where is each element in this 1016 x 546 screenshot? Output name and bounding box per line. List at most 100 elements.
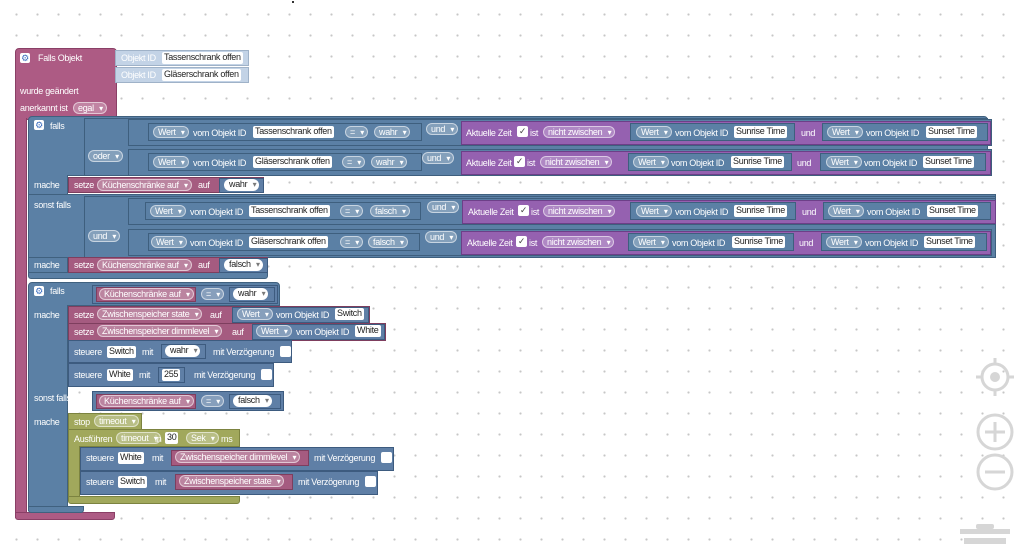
object-id-prefix: Objekt ID [121,70,156,80]
boolean-dropdown[interactable]: wahr [165,345,201,357]
delay-checkbox[interactable] [381,452,392,463]
checkbox[interactable]: ✓ [514,156,525,167]
boolean-dropdown[interactable]: wahr [233,288,269,300]
object-id-field[interactable]: Switch [107,346,136,358]
between-dropdown[interactable]: nicht zwischen [543,126,616,138]
value-dropdown[interactable]: Wert [636,126,672,138]
value-dropdown[interactable]: Wert [633,156,669,168]
object-id-field[interactable]: White [355,325,381,337]
stop-label: stop [74,417,90,427]
variable-dropdown[interactable]: Zwischenspeicher state [179,475,285,487]
object-id-field[interactable]: Tassenschrank offen [253,126,334,138]
event-block-frame[interactable] [15,48,117,120]
operator-dropdown[interactable]: = [342,156,365,168]
between-dropdown[interactable]: nicht zwischen [540,156,613,168]
between-dropdown[interactable]: nicht zwischen [543,205,616,217]
timeout-dropdown[interactable]: timeout [94,415,140,427]
boolean-dropdown[interactable]: wahr [374,126,411,138]
zoom-in-icon[interactable] [975,412,1015,452]
variable-dropdown[interactable]: Zwischenspeicher state [97,308,203,320]
value-dropdown[interactable]: Wert [828,205,864,217]
value-dropdown[interactable]: Wert [151,236,187,248]
between-dropdown[interactable]: nicht zwischen [542,236,615,248]
boolean-dropdown[interactable]: falsch [233,395,272,407]
timeout-dropdown[interactable]: timeout [116,432,162,444]
event-label: Falls Objekt [38,53,82,63]
value-dropdown[interactable]: Wert [153,126,189,138]
operator-dropdown[interactable]: = [201,395,224,407]
timeout-block-bottom [68,496,240,504]
boolean-dropdown[interactable]: falsch [370,205,410,217]
object-id-field[interactable]: Sunrise Time [734,205,787,217]
operator-dropdown[interactable]: = [340,205,363,217]
number-field[interactable]: 255 [162,369,181,381]
and-dropdown[interactable]: und [88,230,121,242]
ist-label: ist [530,128,539,138]
gear-icon[interactable]: ⚙ [34,120,44,130]
object-id-field[interactable]: Gläserschrank offen [162,69,241,81]
value-dropdown[interactable]: Wert [150,205,186,217]
delay-number-field[interactable]: 30 [165,432,179,444]
variable-dropdown[interactable]: Zwischenspeicher dimmlevel [97,325,223,337]
value-dropdown[interactable]: Wert [256,325,292,337]
event-block-spine [15,118,27,518]
and-dropdown[interactable]: und [422,152,455,164]
delay-checkbox[interactable] [280,346,291,357]
crosshair-icon[interactable] [974,356,1016,398]
boolean-dropdown[interactable]: falsch [224,259,263,271]
operator-dropdown[interactable]: = [201,288,224,300]
and-dropdown[interactable]: und [425,231,458,243]
gear-icon[interactable]: ⚙ [34,286,44,296]
checkbox[interactable]: ✓ [518,205,529,216]
unit-dropdown[interactable]: Sek [186,432,219,444]
object-id-field[interactable]: Sunset Time [927,205,978,217]
checkbox[interactable]: ✓ [517,126,528,137]
setze-label: setze [74,180,95,190]
and-dropdown[interactable]: und [426,123,459,135]
value-dropdown[interactable]: Wert [636,205,672,217]
delay-checkbox[interactable] [261,369,272,380]
and-dropdown[interactable]: und [427,201,460,213]
or-dropdown[interactable]: oder [88,150,123,162]
zoom-out-icon[interactable] [975,452,1015,492]
variable-dropdown[interactable]: Zwischenspeicher dimmlevel [175,451,301,463]
delay-checkbox[interactable] [365,476,376,487]
boolean-dropdown[interactable]: wahr [371,156,408,168]
object-id-field[interactable]: Tassenschrank offen [162,52,243,64]
trash-icon[interactable] [958,522,1012,546]
variable-dropdown[interactable]: Küchenschränke auf [99,395,194,407]
ack-dropdown[interactable]: egal [73,102,107,114]
operator-dropdown[interactable]: = [345,126,368,138]
object-id-field[interactable]: Gläserschrank offen [253,156,332,168]
boolean-dropdown[interactable]: falsch [368,236,408,248]
value-dropdown[interactable]: Wert [153,156,189,168]
value-dropdown[interactable]: Wert [826,156,862,168]
value-dropdown[interactable]: Wert [827,126,863,138]
object-id-field[interactable]: Gläserschrank offen [249,236,328,248]
object-id-field[interactable]: Tassenschrank offen [249,205,330,217]
checkbox[interactable]: ✓ [516,236,527,247]
object-id-field[interactable]: White [118,452,144,464]
operator-dropdown[interactable]: = [340,236,363,248]
object-id-field[interactable]: White [107,369,133,381]
object-id-field[interactable]: Switch [118,476,147,488]
variable-dropdown[interactable]: Küchenschränke auf [99,288,194,300]
gear-icon[interactable]: ⚙ [20,53,30,63]
object-id-label: vom Objekt ID [671,158,725,168]
ist-label: ist [529,238,538,248]
value-dropdown[interactable]: Wert [633,236,669,248]
variable-dropdown[interactable]: Küchenschränke auf [97,259,192,271]
object-id-field[interactable]: Sunset Time [923,156,974,168]
object-id-field[interactable]: Sunrise Time [731,156,784,168]
object-id-field[interactable]: Switch [335,308,364,320]
variable-dropdown[interactable]: Küchenschränke auf [97,179,192,191]
value-dropdown[interactable]: Wert [237,308,273,320]
boolean-dropdown[interactable]: wahr [224,179,260,191]
object-id-field[interactable]: Sunset Time [924,236,975,248]
object-id-field[interactable]: Sunrise Time [734,126,787,138]
object-id-field[interactable]: Sunrise Time [732,236,785,248]
object-id-field[interactable]: Sunset Time [926,126,977,138]
value-dropdown[interactable]: Wert [826,236,862,248]
auf-label: auf [210,310,222,320]
